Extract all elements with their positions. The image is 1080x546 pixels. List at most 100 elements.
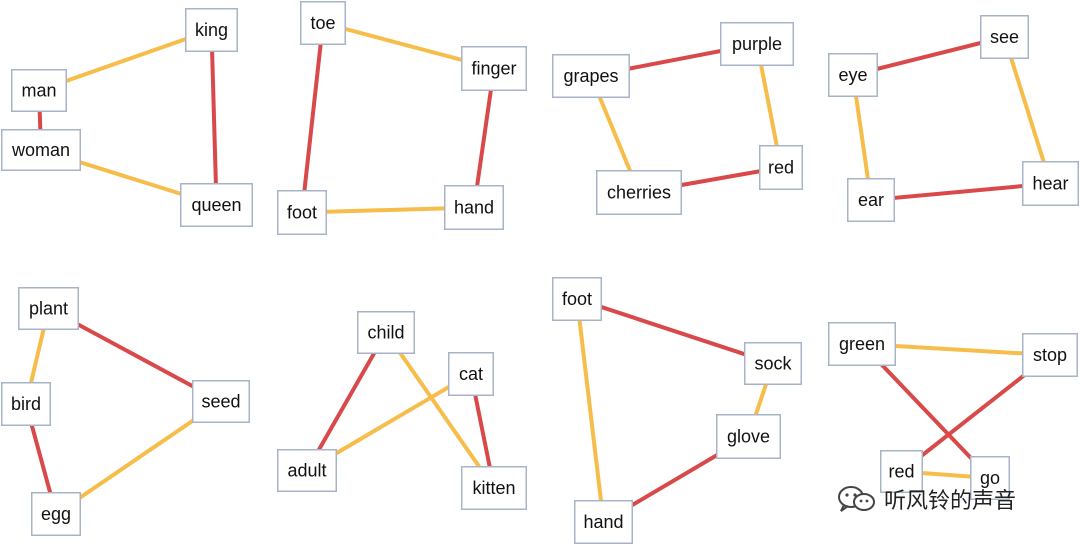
node-label: toe bbox=[310, 13, 335, 33]
node-green: green bbox=[828, 322, 896, 366]
node-label: adult bbox=[287, 461, 326, 481]
edge-foot-hand bbox=[575, 297, 606, 524]
edge-king-queen bbox=[209, 28, 219, 207]
node-box bbox=[759, 145, 803, 190]
node-box bbox=[1022, 333, 1078, 377]
node-label: child bbox=[367, 323, 404, 343]
node-box bbox=[444, 185, 504, 230]
node-red: red bbox=[880, 450, 923, 493]
node-box bbox=[716, 414, 781, 459]
node-grapes: grapes bbox=[552, 54, 630, 98]
node-label: green bbox=[839, 334, 885, 354]
node-box bbox=[970, 456, 1010, 500]
edge-ear-hear bbox=[869, 181, 1053, 202]
node-eye: eye bbox=[828, 53, 878, 97]
edges-layer bbox=[24, 21, 1053, 524]
node-box bbox=[552, 54, 630, 98]
node-label: red bbox=[768, 158, 794, 178]
node-box bbox=[828, 322, 896, 366]
node-box bbox=[574, 500, 633, 544]
node-adult: adult bbox=[277, 449, 337, 492]
node-box bbox=[980, 15, 1029, 59]
node-queen: queen bbox=[180, 183, 253, 227]
node-box bbox=[847, 178, 895, 222]
node-king: king bbox=[185, 8, 238, 52]
node-label: go bbox=[980, 468, 1000, 488]
node-box bbox=[461, 46, 527, 91]
node-label: grapes bbox=[563, 66, 618, 86]
node-red: red bbox=[759, 145, 803, 190]
node-label: finger bbox=[471, 59, 516, 79]
wechat-icon bbox=[838, 486, 875, 512]
node-box bbox=[880, 450, 923, 493]
node-label: stop bbox=[1033, 345, 1067, 365]
node-label: purple bbox=[732, 34, 782, 54]
node-box bbox=[180, 183, 253, 227]
node-label: plant bbox=[29, 299, 68, 319]
node-label: woman bbox=[11, 140, 70, 160]
node-box bbox=[277, 449, 337, 492]
node-label: queen bbox=[191, 195, 241, 215]
watermark: 听风铃的声音 bbox=[836, 484, 1016, 514]
node-hand: hand bbox=[574, 500, 633, 544]
node-label: ear bbox=[858, 190, 884, 210]
edge-foot-sock bbox=[575, 297, 775, 366]
node-bird: bird bbox=[1, 382, 51, 426]
edge-child-adult bbox=[305, 330, 388, 473]
node-hear: hear bbox=[1022, 161, 1079, 206]
node-box bbox=[720, 22, 794, 66]
node-label: man bbox=[21, 81, 56, 101]
node-label: sock bbox=[754, 354, 792, 374]
node-label: hand bbox=[454, 198, 494, 218]
node-box bbox=[11, 69, 67, 112]
node-foot: foot bbox=[277, 190, 327, 235]
edge-eye-see bbox=[851, 35, 1007, 77]
node-label: foot bbox=[562, 289, 592, 309]
node-box bbox=[448, 352, 494, 396]
node-label: see bbox=[990, 27, 1019, 47]
node-box bbox=[596, 170, 682, 215]
node-finger: finger bbox=[461, 46, 527, 91]
node-box bbox=[18, 287, 79, 330]
node-label: hand bbox=[583, 512, 623, 532]
node-box bbox=[1, 382, 51, 426]
node-sock: sock bbox=[744, 342, 802, 385]
node-box bbox=[192, 380, 250, 423]
edge-green-go bbox=[860, 342, 992, 480]
node-box bbox=[828, 53, 878, 97]
node-label: bird bbox=[11, 394, 41, 414]
node-box bbox=[744, 342, 802, 385]
edge-see-hear bbox=[1002, 35, 1053, 186]
node-box bbox=[461, 466, 527, 510]
node-label: eye bbox=[838, 65, 867, 85]
node-label: cherries bbox=[607, 183, 671, 203]
node-egg: egg bbox=[31, 492, 81, 536]
node-kitten: kitten bbox=[461, 466, 527, 510]
node-label: red bbox=[888, 462, 914, 482]
node-label: foot bbox=[287, 203, 317, 223]
node-go: go bbox=[970, 456, 1010, 500]
watermark-text: 听风铃的声音 bbox=[884, 489, 1017, 514]
node-see: see bbox=[980, 15, 1029, 59]
node-box bbox=[300, 1, 346, 45]
node-box bbox=[31, 492, 81, 536]
node-box bbox=[552, 277, 602, 321]
edge-finger-hand bbox=[472, 66, 496, 210]
node-box bbox=[185, 8, 238, 52]
node-child: child bbox=[357, 311, 415, 354]
node-box bbox=[1022, 161, 1079, 206]
node-seed: seed bbox=[192, 380, 250, 423]
node-label: glove bbox=[727, 427, 770, 447]
node-label: cat bbox=[459, 364, 483, 384]
node-label: king bbox=[195, 20, 228, 40]
node-ear: ear bbox=[847, 178, 895, 222]
edge-man-king bbox=[37, 28, 214, 93]
node-cat: cat bbox=[448, 352, 494, 396]
node-label: egg bbox=[41, 504, 71, 524]
edge-toe-foot bbox=[300, 21, 325, 215]
node-stop: stop bbox=[1022, 333, 1078, 377]
node-label: seed bbox=[201, 392, 240, 412]
node-box bbox=[277, 190, 327, 235]
